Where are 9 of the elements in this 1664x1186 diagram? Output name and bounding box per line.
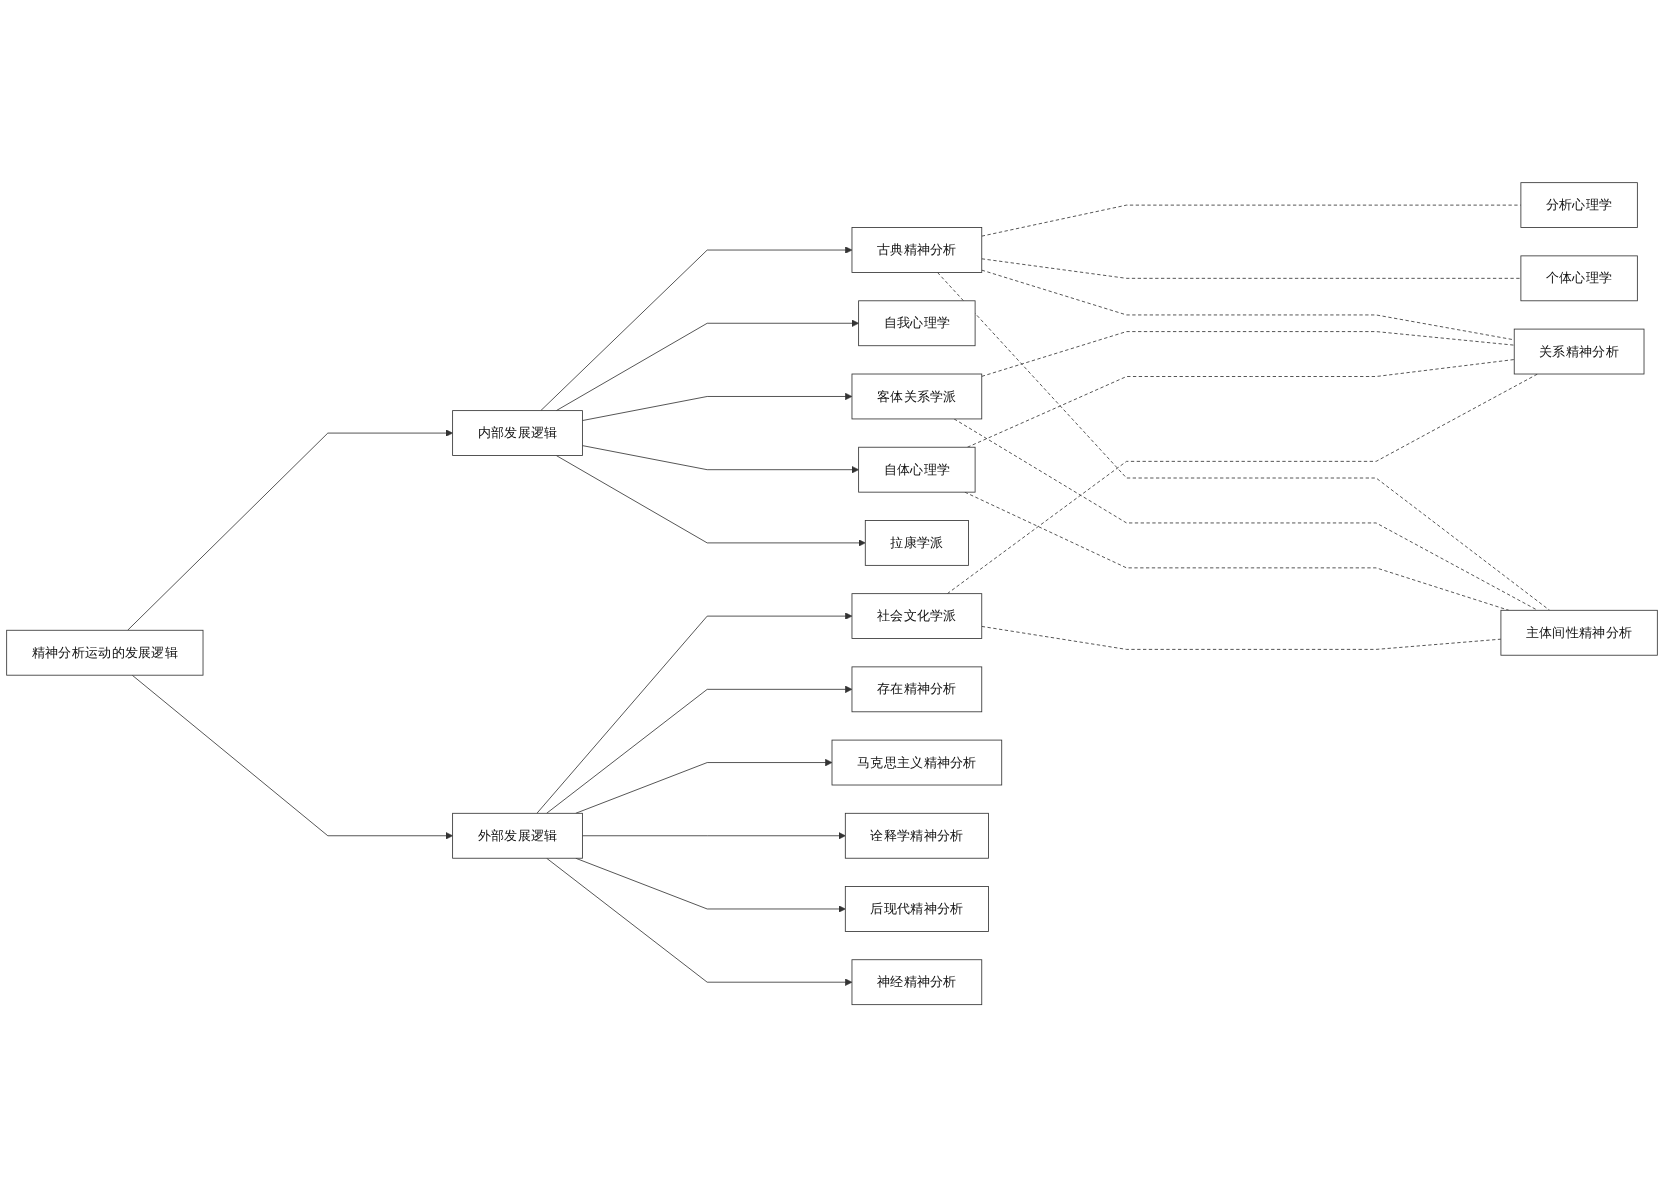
connector xyxy=(946,372,1538,594)
connector xyxy=(967,358,1515,447)
connector xyxy=(937,271,1551,611)
connector xyxy=(981,330,1515,377)
connector xyxy=(981,257,1522,279)
connector xyxy=(953,417,1538,611)
connector xyxy=(981,625,1502,650)
connector xyxy=(981,269,1515,340)
connector xyxy=(981,204,1522,236)
